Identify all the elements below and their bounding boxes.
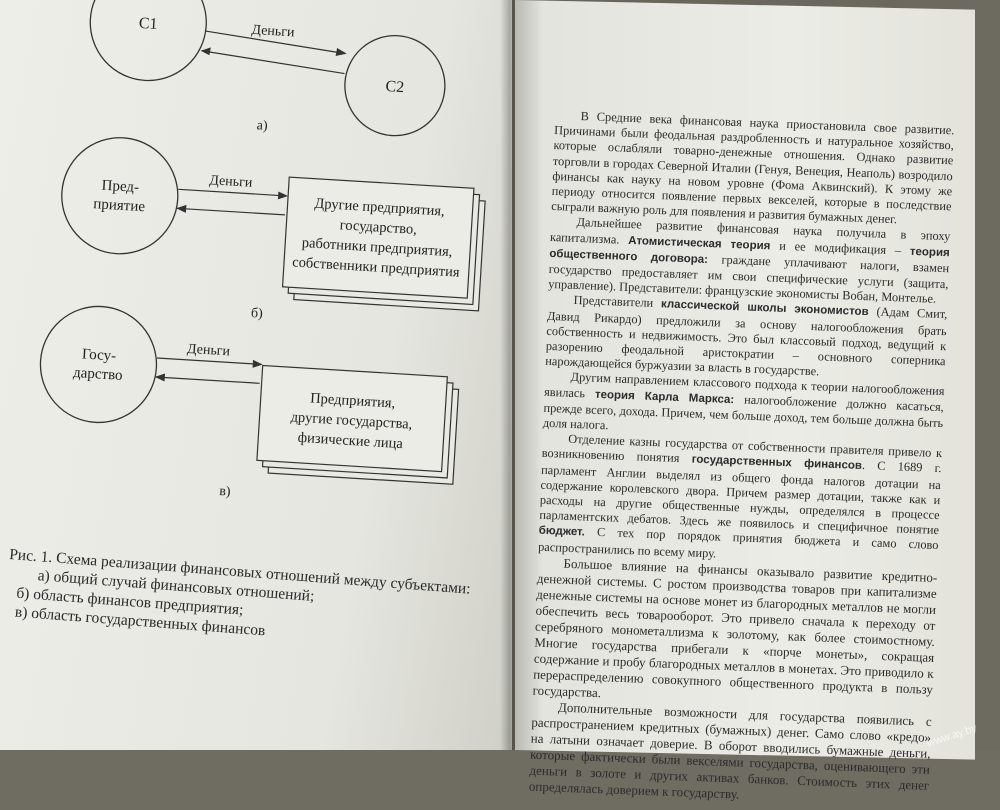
paragraph-3-text-c: (Адам Смит, Давид Рикардо) предложили за… — [545, 304, 948, 379]
diagram-b-node-line-2: приятие — [93, 196, 146, 215]
diagram-a-arrowhead-left — [200, 47, 211, 56]
diagram-a-flow-label: Деньги — [251, 23, 295, 41]
diagram-a-arrow-left — [201, 50, 345, 75]
term-budget: бюджет. — [538, 525, 586, 539]
diagram-b-arrow-left — [177, 207, 285, 216]
diagram-c-arrow-left — [155, 376, 260, 384]
term-atomistic-theory: Атомистическая теория — [628, 234, 771, 252]
paragraph-1: В Средние века финансовая наука приостан… — [550, 108, 955, 227]
diagram-c-node-line-2: дарство — [73, 365, 123, 384]
diagram-b-arrowhead-left — [176, 204, 187, 213]
diagram-b-box — [281, 176, 475, 299]
diagram-b-arrowhead-right — [277, 191, 289, 200]
diagram-b-flow-label: Деньги — [209, 173, 253, 191]
diagram-a-label: а) — [256, 118, 268, 134]
diagram-c-node-line-1: Госу- — [81, 346, 116, 364]
diagram-a-node-c2: С2 — [385, 78, 405, 96]
diagram-b-label: б) — [251, 306, 264, 322]
diagram-c-arrowhead-right — [252, 359, 263, 368]
diagram-svg: С1 С2 Деньги а) Пред- приятие Другие пре… — [39, 0, 486, 500]
diagram-c-box-line-2: другие государства, — [290, 409, 413, 432]
diagram-a-arrow-right — [204, 30, 345, 55]
diagram-c-label: в) — [219, 484, 232, 500]
paragraph-7: Дополнительные возможности для государст… — [528, 699, 933, 802]
paragraph-6: Большое влияние на финансы оказывало раз… — [532, 555, 938, 701]
diagram-c-arrow-right — [156, 357, 261, 365]
diagram-c-arrowhead-left — [154, 373, 166, 382]
diagram-a-circle-c2 — [344, 34, 446, 137]
paragraph-5: Отделение казны государства от собственн… — [538, 431, 942, 570]
paragraph-3-text-a: Представители — [573, 293, 662, 311]
diagram-a-node-c1: С1 — [138, 15, 158, 33]
diagram-a: С1 С2 Деньги а) — [89, 0, 446, 137]
diagram-b-arrow-right — [178, 188, 287, 197]
diagram-b-circle — [61, 137, 179, 255]
diagram-b-box-line-2: государство, — [339, 217, 417, 238]
left-page: С1 С2 Деньги а) Пред- приятие Другие пре… — [0, 0, 512, 750]
diagram-c-box-line-3: физические лица — [297, 430, 404, 452]
diagram-c: Госу- дарство Предприятия, другие госуда… — [39, 305, 460, 500]
diagram-b: Пред- приятие Другие предприятия, госуда… — [61, 137, 486, 322]
diagram-c-box-line-1: Предприятия, — [310, 390, 396, 411]
diagram-c-circle — [39, 305, 158, 424]
diagram-c-box — [256, 364, 448, 473]
diagram-a-arrowhead-right — [335, 48, 347, 56]
right-page-text: В Средние века финансовая наука приостан… — [529, 108, 955, 810]
diagram-c-flow-label: Деньги — [187, 342, 231, 360]
diagram-b-node-line-1: Пред- — [101, 178, 139, 196]
diagram-b-box-line-1: Другие предприятия, — [314, 196, 445, 220]
diagram-a-circle-c1 — [89, 0, 207, 82]
